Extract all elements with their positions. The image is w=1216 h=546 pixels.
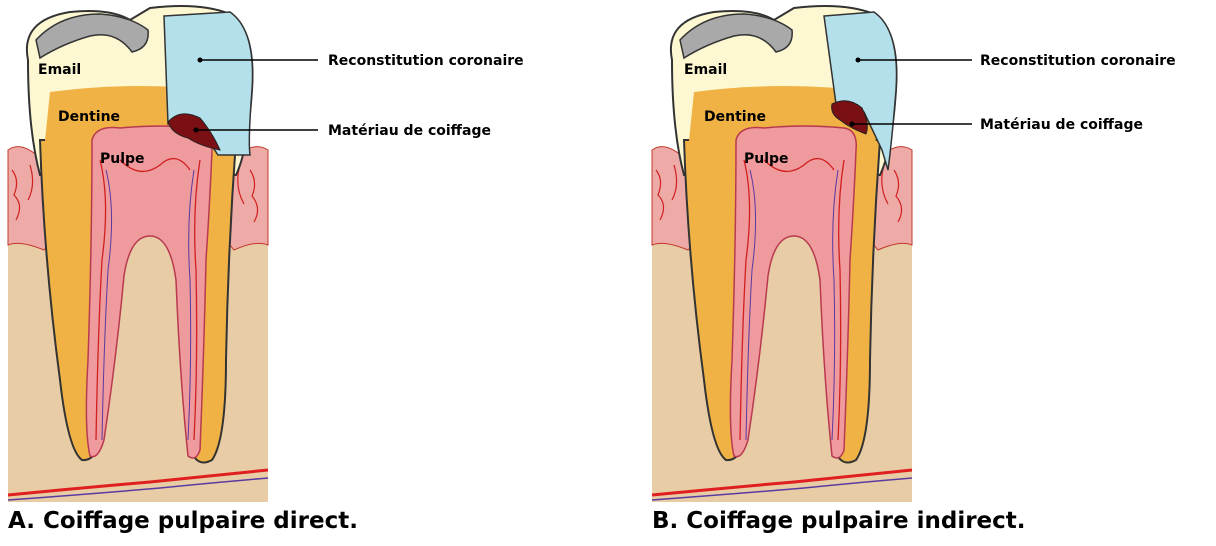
- label-capping: Matériau de coiffage: [328, 123, 491, 139]
- leader-dot-restoration: [856, 58, 861, 63]
- label-email: Email: [684, 62, 727, 78]
- label-email: Email: [38, 62, 81, 78]
- label-restoration: Reconstitution coronaire: [980, 53, 1176, 69]
- caption-indirect: B. Coiffage pulpaire indirect.: [652, 508, 1026, 534]
- tooth-diagram-indirect: Email Dentine Pulpe Reconstitution coron…: [644, 0, 1216, 506]
- label-pulpe: Pulpe: [100, 151, 145, 167]
- label-dentine: Dentine: [58, 109, 120, 125]
- leader-dot-restoration: [198, 58, 203, 63]
- label-capping: Matériau de coiffage: [980, 117, 1143, 133]
- leader-dot-capping: [850, 122, 855, 127]
- caption-direct: A. Coiffage pulpaire direct.: [8, 508, 358, 534]
- tooth-diagram-direct: Email Dentine Pulpe Reconstitution coron…: [0, 0, 600, 506]
- panel-indirect-capping: Email Dentine Pulpe Reconstitution coron…: [644, 0, 1216, 546]
- label-restoration: Reconstitution coronaire: [328, 53, 524, 69]
- panel-direct-capping: Email Dentine Pulpe Reconstitution coron…: [0, 0, 600, 546]
- leader-dot-capping: [194, 128, 199, 133]
- label-dentine: Dentine: [704, 109, 766, 125]
- label-pulpe: Pulpe: [744, 151, 789, 167]
